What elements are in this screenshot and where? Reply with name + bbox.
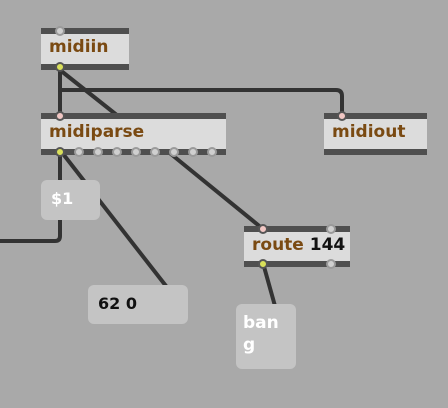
cord-route-to-bang	[261, 261, 277, 308]
inlet-port[interactable]	[258, 224, 268, 234]
cord-midiin-to-midiout	[58, 68, 344, 118]
outlet-port[interactable]	[93, 147, 103, 157]
midiparse-object[interactable]: midiparse	[41, 111, 226, 157]
cord-midiparse-to-route	[164, 148, 265, 231]
inlet-port[interactable]	[326, 224, 336, 234]
outlet-port[interactable]	[55, 147, 65, 157]
object-name: route 144	[244, 232, 350, 258]
cord-midiin-to-midiparse-right	[58, 68, 120, 118]
outlet-port[interactable]	[150, 147, 160, 157]
outlet-port[interactable]	[207, 147, 217, 157]
note-message[interactable]: 62 0	[88, 285, 188, 324]
outlet-port[interactable]	[258, 259, 268, 269]
route-argument: 144	[309, 235, 346, 255]
object-name: midiout	[332, 122, 406, 142]
midiout-object[interactable]: midiout	[324, 111, 427, 155]
inlet-port[interactable]	[337, 111, 347, 121]
outlet-port[interactable]	[112, 147, 122, 157]
outlet-port[interactable]	[55, 62, 65, 72]
dollar-message[interactable]: $1	[41, 180, 100, 220]
outlet-port[interactable]	[188, 147, 198, 157]
inlet-port[interactable]	[55, 111, 65, 121]
midiin-object[interactable]: midiin	[41, 26, 129, 72]
outlet-port[interactable]	[169, 147, 179, 157]
bang-message[interactable]: bang	[236, 304, 296, 369]
object-name: midiparse	[49, 122, 145, 142]
object-name: midiin	[49, 37, 109, 57]
route-object[interactable]: route 144	[244, 224, 350, 269]
outlet-port[interactable]	[326, 259, 336, 269]
route-name: route	[252, 235, 304, 255]
outlet-port[interactable]	[131, 147, 141, 157]
inlet-port[interactable]	[55, 26, 65, 36]
outlet-port[interactable]	[74, 147, 84, 157]
